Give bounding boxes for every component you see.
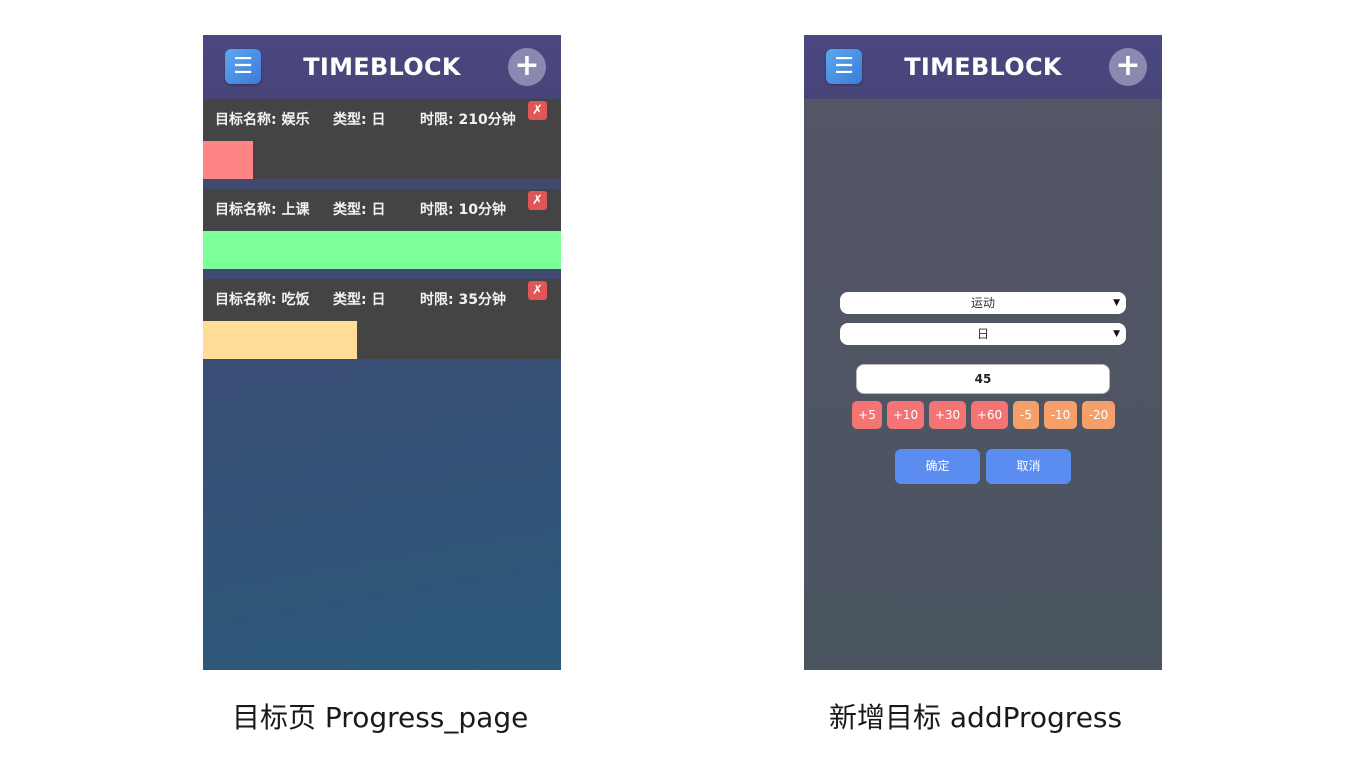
delete-goal-button[interactable]: ✗ (528, 101, 547, 120)
goal-card: 目标名称: 娱乐 类型: 日 时限: 210分钟 ✗ (203, 99, 561, 179)
add-progress-screen: ☰ TIMEBLOCK + 运动 ▼ 日 ▼ 45 +5+10+30+60-5-… (804, 35, 1162, 670)
type-select[interactable]: 日 ▼ (840, 323, 1126, 345)
goal-type: 类型: 日 (333, 112, 386, 128)
minutes-input[interactable]: 45 (856, 364, 1110, 394)
goal-progress-bar (203, 141, 253, 179)
adjust-minutes-button[interactable]: +10 (887, 401, 924, 429)
dropdown-caret-icon: ▼ (1113, 298, 1120, 308)
goal-card: 目标名称: 吃饭 类型: 日 时限: 35分钟 ✗ (203, 279, 561, 359)
goal-card: 目标名称: 上课 类型: 日 时限: 10分钟 ✗ (203, 189, 561, 269)
menu-icon[interactable]: ☰ (225, 49, 261, 84)
goal-name: 目标名称: 娱乐 (215, 112, 310, 128)
add-goal-button[interactable]: + (1109, 48, 1147, 86)
card-divider (203, 180, 561, 188)
progress-page-screen: ☰ TIMEBLOCK + 目标名称: 娱乐类型: 日时限: 210分钟✗目标名… (203, 35, 561, 670)
goal-progress-bar (203, 321, 357, 359)
delete-goal-button[interactable]: ✗ (528, 191, 547, 210)
delete-goal-button[interactable]: ✗ (528, 281, 547, 300)
top-bar: ☰ TIMEBLOCK + (804, 35, 1162, 99)
goal-select-value: 运动 (970, 296, 995, 310)
goal-type: 类型: 日 (333, 202, 386, 218)
adjust-minutes-button[interactable]: -5 (1013, 401, 1039, 429)
goal-select[interactable]: 运动 ▼ (840, 292, 1126, 314)
goal-name: 目标名称: 吃饭 (215, 292, 310, 308)
goal-time-limit: 时限: 10分钟 (420, 202, 506, 218)
adjust-minutes-button[interactable]: +5 (852, 401, 882, 429)
menu-icon[interactable]: ☰ (826, 49, 862, 84)
goal-card-info: 目标名称: 上课 类型: 日 时限: 10分钟 (215, 189, 506, 231)
add-goal-button[interactable]: + (508, 48, 546, 86)
confirm-button[interactable]: 确定 (895, 449, 980, 484)
goal-progress-bar (203, 231, 561, 269)
caption-progress-page: 目标页 Progress_page (232, 701, 529, 734)
adjust-minutes-button[interactable]: -10 (1044, 401, 1077, 429)
dropdown-caret-icon: ▼ (1113, 329, 1120, 339)
goal-card-info: 目标名称: 娱乐 类型: 日 时限: 210分钟 (215, 99, 516, 141)
caption-add-progress: 新增目标 addProgress (829, 701, 1123, 734)
card-divider (203, 270, 561, 278)
top-bar: ☰ TIMEBLOCK + (203, 35, 561, 99)
goal-time-limit: 时限: 210分钟 (420, 112, 516, 128)
adjust-minutes-button[interactable]: -20 (1082, 401, 1115, 429)
goal-type: 类型: 日 (333, 292, 386, 308)
type-select-value: 日 (976, 327, 989, 341)
goal-name: 目标名称: 上课 (215, 202, 310, 218)
goal-time-limit: 时限: 35分钟 (420, 292, 506, 308)
cancel-button[interactable]: 取消 (986, 449, 1071, 484)
goal-card-info: 目标名称: 吃饭 类型: 日 时限: 35分钟 (215, 279, 506, 321)
adjust-minutes-button[interactable]: +60 (971, 401, 1008, 429)
adjust-minutes-button[interactable]: +30 (929, 401, 966, 429)
